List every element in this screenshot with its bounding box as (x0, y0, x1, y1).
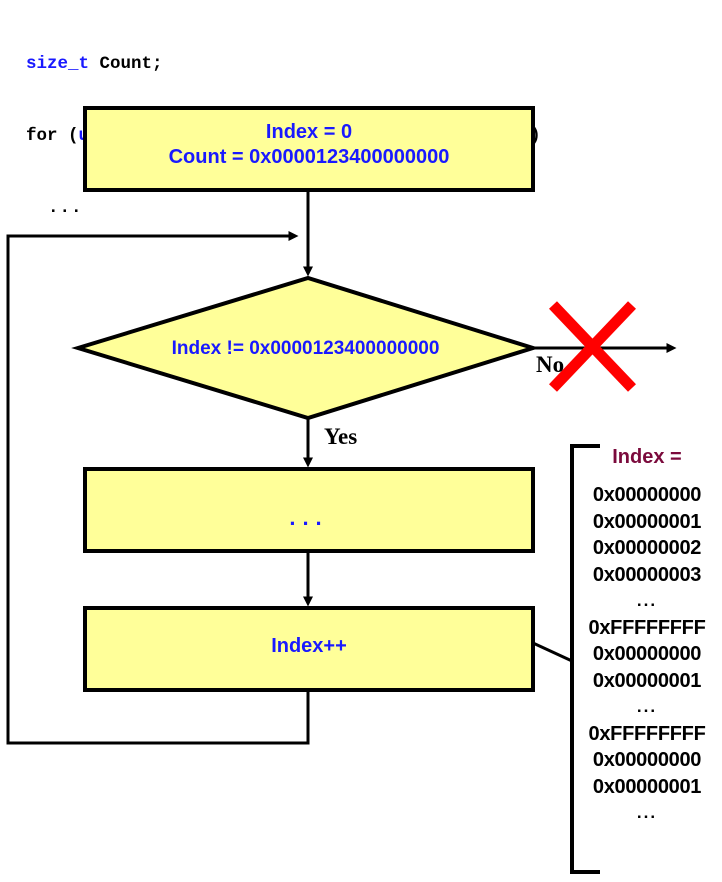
index-column-title: Index = (612, 446, 682, 468)
index-column-bracket (570, 444, 600, 874)
code-text-2a: for ( (26, 126, 79, 146)
index-value-item: 0x00000000 (592, 484, 702, 506)
index-value-item: 0x00000001 (592, 669, 702, 692)
code-line-ellipsis: ... (48, 198, 83, 218)
index-value-item: 0xFFFFFFFF (588, 722, 706, 745)
body-box-label: ... (289, 505, 329, 530)
code-keyword-size-t: size_t (26, 54, 90, 74)
index-value-item: 0x00000001 (592, 510, 702, 533)
increment-box-label: Index++ (271, 635, 347, 657)
increment-box (83, 606, 535, 692)
connector-loop-back (6, 231, 310, 745)
index-value-item: ... (636, 803, 658, 822)
init-box-line-1: Index = 0 (265, 121, 353, 143)
index-value-item: 0x00000000 (592, 749, 702, 771)
index-value-item: 0x00000003 (592, 563, 702, 586)
code-line-1: size_t Count; (26, 52, 541, 76)
index-value-item: 0x00000002 (592, 537, 702, 559)
init-box-label: Index = 0 Count = 0x0000123400000000 (85, 120, 533, 170)
index-value-item: 0xFFFFFFFF (588, 616, 706, 639)
index-value-item: 0x00000000 (592, 643, 702, 665)
yes-branch-label: Yes (324, 424, 358, 449)
cross-mark-icon (549, 301, 636, 392)
no-branch-label: No (536, 352, 565, 377)
condition-label: Index != 0x0000123400000000 (171, 338, 440, 359)
index-value-item: ... (636, 697, 658, 716)
leader-line-to-index-column (532, 641, 573, 663)
index-value-list: 0x00000000 0x00000001 0x00000002 0x00000003… (578, 482, 716, 827)
index-value-item: 0x00000001 (592, 775, 702, 798)
init-box-line-2: Count = 0x0000123400000000 (168, 146, 450, 168)
code-text-1: Count; (89, 54, 163, 74)
index-value-item: ... (636, 591, 658, 610)
